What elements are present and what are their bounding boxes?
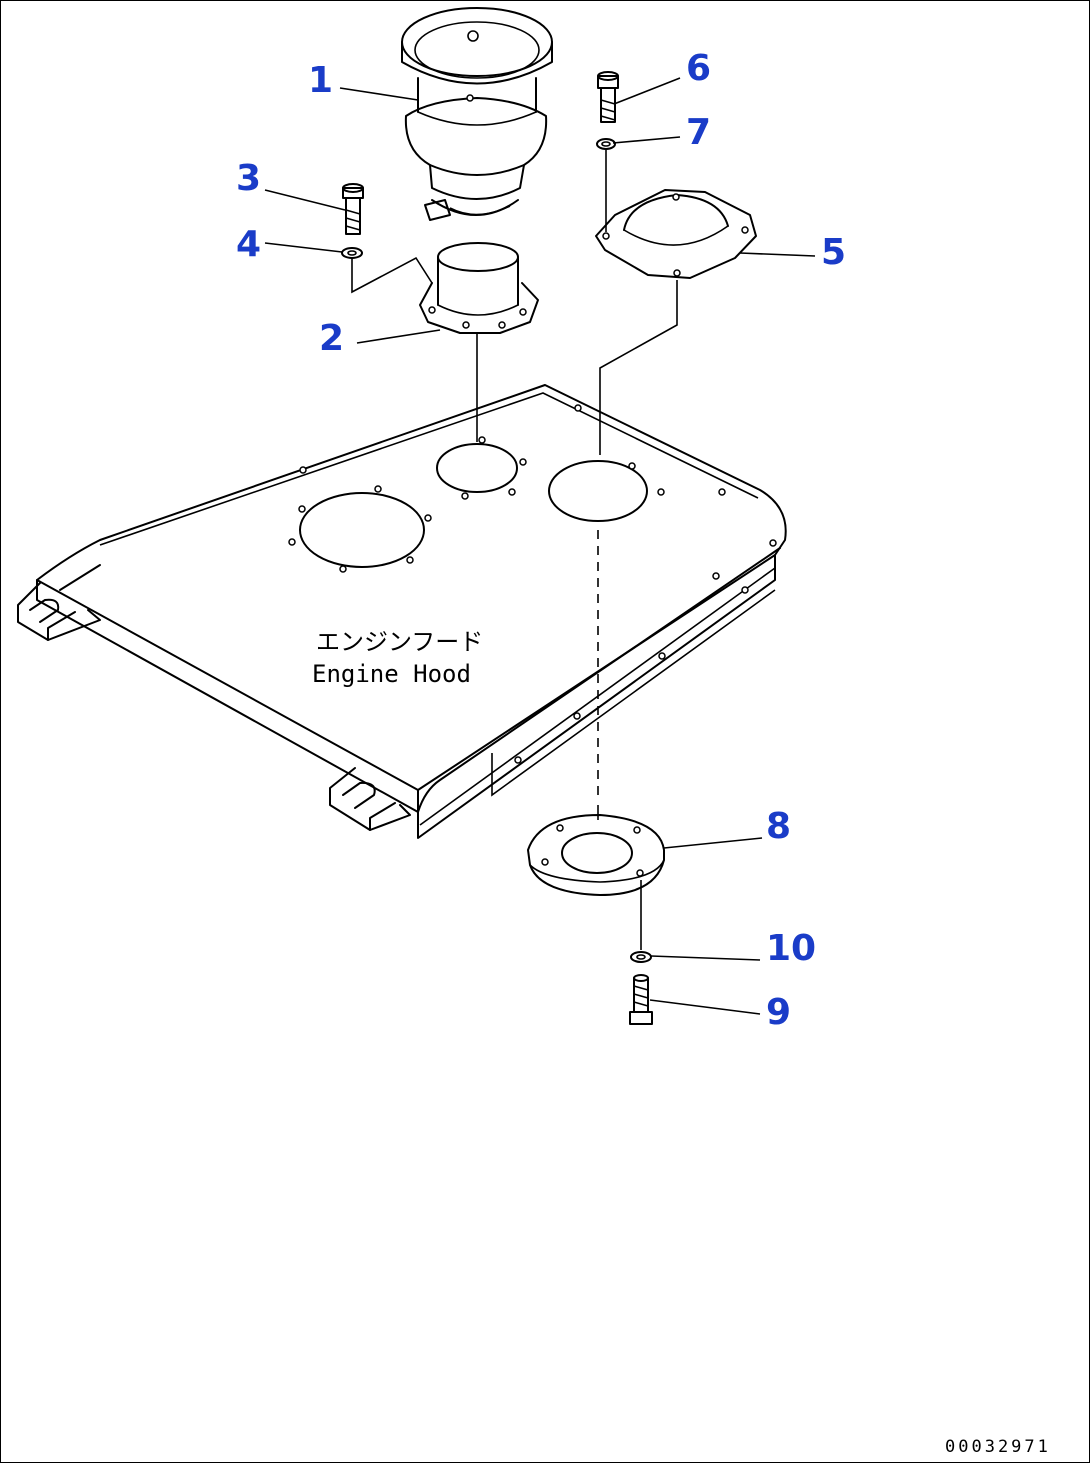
assembly-lines [351, 150, 678, 950]
callout-5: 5 [821, 232, 846, 273]
callout-2: 2 [319, 318, 344, 359]
part-9-bolt [629, 974, 653, 1025]
callout-3: 3 [236, 158, 261, 199]
part-7-washer [596, 138, 616, 150]
engine-hood [17, 384, 787, 839]
hood-label-en: Engine Hood [312, 660, 471, 688]
hood-label-jp: エンジンフード [316, 628, 483, 656]
part-2-adapter [419, 242, 539, 334]
callout-1: 1 [308, 60, 333, 101]
callout-4: 4 [236, 224, 261, 265]
part-1-precleaner [401, 7, 553, 221]
callout-6: 6 [686, 48, 711, 89]
callout-8: 8 [766, 806, 791, 847]
part-4-washer [341, 247, 363, 259]
callouts: 1 2 3 4 5 6 7 8 9 10 [236, 48, 846, 1033]
leader-lines [264, 77, 816, 1015]
part-5-cover [595, 189, 757, 279]
callout-7: 7 [686, 112, 711, 153]
part-6-bolt [597, 71, 619, 123]
part-8-flange [527, 814, 665, 896]
drawing-number: 00032971 [945, 1437, 1051, 1457]
callout-10: 10 [766, 928, 816, 969]
part-3-bolt [342, 183, 364, 235]
part-10-washer [630, 951, 652, 963]
callout-9: 9 [766, 992, 791, 1033]
